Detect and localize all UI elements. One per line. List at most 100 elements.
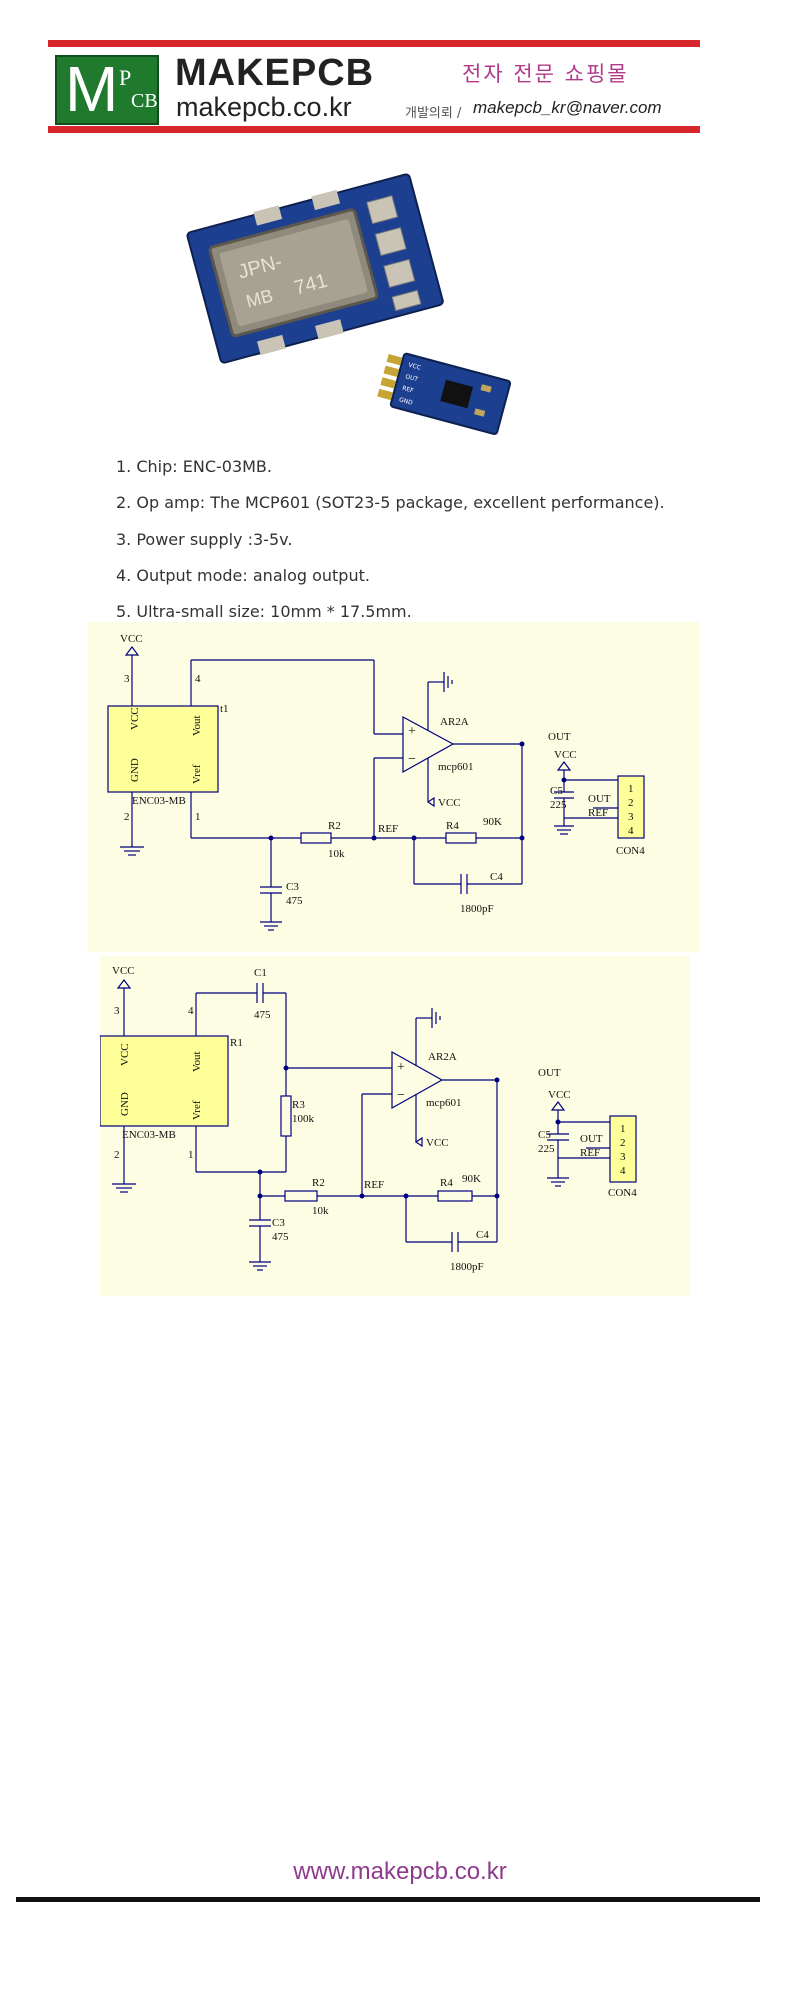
s1-plus: + [408, 724, 416, 739]
s1-pin4: 4 [195, 673, 201, 685]
contact-email: makepcb_kr@naver.com [473, 98, 662, 117]
s2-chip-suffix: R1 [230, 1037, 243, 1049]
s1-conn-pin3: 3 [628, 811, 634, 823]
s1-conn-out: OUT [588, 793, 611, 805]
brand-domain: makepcb.co.kr [176, 92, 352, 122]
s1-opamp-vcc: VCC [438, 797, 461, 809]
s1-pin1: 1 [195, 811, 201, 823]
s2-chip-vout: Vout [191, 1051, 203, 1072]
s2-conn-ref: REF [580, 1147, 600, 1159]
logo-letter: M [65, 53, 119, 125]
s1-c4: C4 [490, 871, 503, 883]
s1-pin2: 2 [124, 811, 130, 823]
s1-r2-val: 10k [328, 848, 345, 860]
s2-r4-val: 90K [462, 1173, 481, 1185]
s2-c5-val: 225 [538, 1143, 555, 1155]
spec-item-3: 3. Power supply :3-5v. [116, 530, 293, 549]
s1-c5-val: 225 [550, 799, 567, 811]
brand-logo: M P CB [55, 53, 159, 125]
banner-bottom-rule [48, 126, 700, 133]
s2-r3-val: 100k [292, 1113, 315, 1125]
s2-chip-vcc: VCC [119, 1043, 131, 1066]
s2-minus: − [397, 1088, 405, 1103]
contact-label: 개발의뢰 / [405, 106, 462, 121]
footer-rule [16, 1897, 760, 1902]
gyro-module-small: VCC OUT REF GND [377, 352, 512, 436]
spec-item-5: 5. Ultra-small size: 10mm * 17.5mm. [116, 602, 412, 621]
gyro-module-large: JPN- MB 741 [186, 173, 444, 364]
logo-sub-p: P [119, 65, 132, 90]
s1-opamp-name: AR2A [440, 716, 469, 728]
s1-conn-ref: REF [588, 807, 608, 819]
s2-conn-pin4: 4 [620, 1165, 626, 1177]
s1-chip-vref: Vref [191, 764, 203, 784]
s1-conn-name: CON4 [616, 845, 645, 857]
s1-c5: C5 [550, 785, 563, 797]
s2-conn-pin2: 2 [620, 1137, 626, 1149]
s1-out: OUT [548, 731, 571, 743]
s2-c1: C1 [254, 967, 267, 979]
s1-chip-name: ENC03-MB [132, 795, 186, 807]
banner-top-rule [48, 40, 700, 47]
s2-pin4: 4 [188, 1005, 194, 1017]
spec-item-1: 1. Chip: ENC-03MB. [116, 457, 272, 476]
product-photo: JPN- MB 741 VCC OUT REF GND [186, 173, 512, 436]
s1-r2: R2 [328, 820, 341, 832]
brand-name: MAKEPCB [175, 52, 375, 94]
s2-out: OUT [538, 1067, 561, 1079]
schematic-1: VCC 3 4 2 1 VCC GND Vout Vref t1 ENC03-M… [88, 622, 700, 952]
s2-ref: REF [364, 1179, 384, 1191]
s2-c4-val: 1800pF [450, 1261, 484, 1273]
s1-conn-pin1: 1 [628, 783, 634, 795]
s2-chip-gnd: GND [119, 1092, 131, 1116]
s1-chip-gnd: GND [129, 758, 141, 782]
s1-ref: REF [378, 823, 398, 835]
s2-c4: C4 [476, 1229, 489, 1241]
s2-vcc: VCC [112, 965, 135, 977]
s2-r3: R3 [292, 1099, 305, 1111]
s2-conn-pin1: 1 [620, 1123, 626, 1135]
s2-c3: C3 [272, 1217, 285, 1229]
s2-opamp-model: mcp601 [426, 1097, 461, 1109]
shop-tagline: 전자 전문 쇼핑몰 [462, 62, 629, 86]
s1-minus: − [408, 752, 416, 767]
s1-r4: R4 [446, 820, 459, 832]
s2-r2-val: 10k [312, 1205, 329, 1217]
s1-pin3: 3 [124, 673, 130, 685]
s2-pin3: 3 [114, 1005, 120, 1017]
s2-plus: + [397, 1060, 405, 1075]
s2-c5: C5 [538, 1129, 551, 1141]
s2-opamp-name: AR2A [428, 1051, 457, 1063]
s1-conn-pin2: 2 [628, 797, 634, 809]
s2-c1-val: 475 [254, 1009, 271, 1021]
s2-conn-pin3: 3 [620, 1151, 626, 1163]
s2-pin2: 2 [114, 1149, 120, 1161]
board-label-gnd: GND [398, 396, 413, 406]
s2-r4: R4 [440, 1177, 453, 1189]
s1-r4-val: 90K [483, 816, 502, 828]
s1-chip-suffix: t1 [220, 703, 229, 715]
board-label-vcc: VCC [408, 362, 422, 372]
footer-url: www.makepcb.co.kr [293, 1858, 507, 1885]
s2-pin1: 1 [188, 1149, 194, 1161]
s1-c4-val: 1800pF [460, 903, 494, 915]
s2-conn-vcc: VCC [548, 1089, 571, 1101]
board-label-ref: REF [401, 385, 414, 395]
s1-chip-vout: Vout [191, 715, 203, 736]
s1-conn-pin4: 4 [628, 825, 634, 837]
s1-vcc: VCC [120, 633, 143, 645]
s1-c3: C3 [286, 881, 299, 893]
s1-chip-vcc: VCC [129, 707, 141, 730]
s1-opamp-model: mcp601 [438, 761, 473, 773]
s1-c3-val: 475 [286, 895, 303, 907]
schematic-2: VCC 3 4 2 1 VCC GND Vout Vref R1 ENC03-M… [100, 956, 690, 1296]
s2-opamp-vcc: VCC [426, 1137, 449, 1149]
s2-c3-val: 475 [272, 1231, 289, 1243]
s2-conn-name: CON4 [608, 1187, 637, 1199]
s2-chip-name: ENC03-MB [122, 1129, 176, 1141]
spec-item-4: 4. Output mode: analog output. [116, 566, 370, 585]
spec-item-2: 2. Op amp: The MCP601 (SOT23-5 package, … [116, 493, 665, 512]
s2-conn-out: OUT [580, 1133, 603, 1145]
s1-conn-vcc: VCC [554, 749, 577, 761]
s2-r2: R2 [312, 1177, 325, 1189]
